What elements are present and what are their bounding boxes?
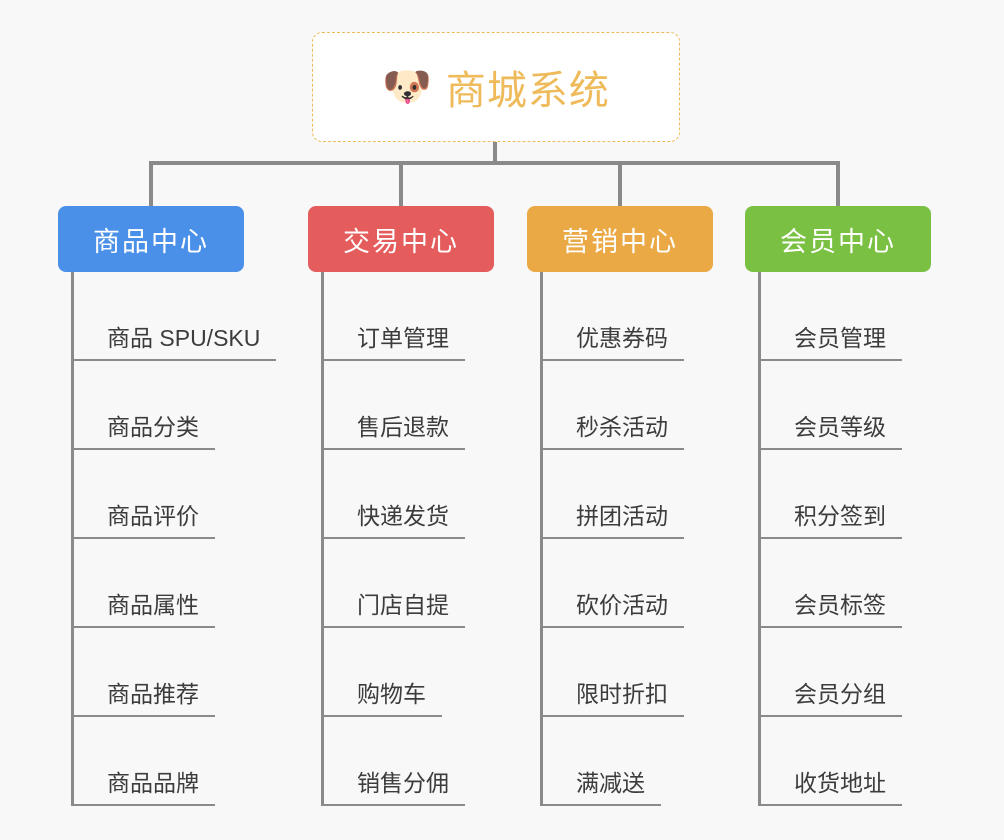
leaf-stack-member-center: 会员管理会员等级积分签到会员标签会员分组收货地址: [758, 272, 931, 806]
leaf-item-label: 限时折扣: [543, 681, 684, 717]
leaf-item[interactable]: 商品评价: [74, 450, 244, 539]
leaf-item[interactable]: 订单管理: [324, 272, 494, 361]
leaf-stack-product-center: 商品 SPU/SKU 商品分类商品评价商品属性商品推荐商品品牌: [71, 272, 277, 806]
branch-product-center: 商品中心商品 SPU/SKU 商品分类商品评价商品属性商品推荐商品品牌: [58, 206, 277, 806]
leaf-item[interactable]: 收货地址: [761, 717, 931, 806]
leaf-item-label: 会员等级: [761, 414, 902, 450]
leaf-item-label: 砍价活动: [543, 592, 684, 628]
leaf-item[interactable]: 商品品牌: [74, 717, 244, 806]
leaf-item-label: 快递发货: [324, 503, 465, 539]
root-node[interactable]: 🐶 商城系统: [312, 32, 680, 142]
leaf-item-label: 满减送: [543, 770, 661, 806]
leaf-item[interactable]: 会员分组: [761, 628, 931, 717]
leaf-item-label: 销售分佣: [324, 770, 465, 806]
branch-marketing-center: 营销中心优惠券码秒杀活动拼团活动砍价活动限时折扣满减送: [527, 206, 713, 806]
leaf-item-label: 秒杀活动: [543, 414, 684, 450]
branch-drop-connector-1: [149, 161, 153, 207]
branch-header-label: 商品中心: [93, 226, 209, 257]
leaf-item[interactable]: 秒杀活动: [543, 361, 713, 450]
branch-header-product-center[interactable]: 商品中心: [58, 206, 244, 272]
leaf-item-label: 商品 SPU/SKU: [74, 325, 277, 361]
leaf-item[interactable]: 满减送: [543, 717, 713, 806]
leaf-item[interactable]: 会员标签: [761, 539, 931, 628]
leaf-item[interactable]: 限时折扣: [543, 628, 713, 717]
leaf-item-label: 会员标签: [761, 592, 902, 628]
leaf-stack-trade-center: 订单管理售后退款快递发货门店自提购物车销售分佣: [321, 272, 494, 806]
branch-drop-connector-3: [618, 161, 622, 207]
branch-header-label: 会员中心: [780, 226, 896, 257]
branch-trade-center: 交易中心订单管理售后退款快递发货门店自提购物车销售分佣: [308, 206, 494, 806]
root-stem-connector: [493, 142, 497, 165]
root-node-title: 商城系统: [445, 69, 610, 113]
leaf-item-label: 优惠券码: [543, 325, 684, 361]
leaf-item-label: 门店自提: [324, 592, 465, 628]
leaf-item[interactable]: 商品属性: [74, 539, 244, 628]
shiba-dog-face-icon: 🐶: [382, 65, 432, 109]
leaf-item[interactable]: 售后退款: [324, 361, 494, 450]
leaf-item-label: 拼团活动: [543, 503, 684, 539]
leaf-item-label: 积分签到: [761, 503, 902, 539]
branch-bus-connector: [149, 161, 840, 165]
leaf-item[interactable]: 优惠券码: [543, 272, 713, 361]
branch-header-trade-center[interactable]: 交易中心: [308, 206, 494, 272]
leaf-item[interactable]: 销售分佣: [324, 717, 494, 806]
branch-drop-connector-4: [836, 161, 840, 207]
leaf-item[interactable]: 商品推荐: [74, 628, 244, 717]
leaf-item-label: 会员管理: [761, 325, 902, 361]
leaf-item[interactable]: 积分签到: [761, 450, 931, 539]
leaf-item[interactable]: 商品 SPU/SKU: [74, 272, 277, 361]
leaf-item[interactable]: 商品分类: [74, 361, 244, 450]
leaf-item-label: 商品品牌: [74, 770, 215, 806]
leaf-item-label: 会员分组: [761, 681, 902, 717]
leaf-item-label: 商品推荐: [74, 681, 215, 717]
leaf-item-label: 商品评价: [74, 503, 215, 539]
leaf-item-label: 购物车: [324, 681, 442, 717]
branch-header-member-center[interactable]: 会员中心: [745, 206, 931, 272]
leaf-item[interactable]: 会员管理: [761, 272, 931, 361]
leaf-item[interactable]: 拼团活动: [543, 450, 713, 539]
leaf-item-label: 售后退款: [324, 414, 465, 450]
branch-header-label: 交易中心: [343, 226, 459, 257]
leaf-item-label: 订单管理: [324, 325, 465, 361]
leaf-item-label: 商品分类: [74, 414, 215, 450]
leaf-stack-marketing-center: 优惠券码秒杀活动拼团活动砍价活动限时折扣满减送: [540, 272, 713, 806]
branch-member-center: 会员中心会员管理会员等级积分签到会员标签会员分组收货地址: [745, 206, 931, 806]
leaf-item[interactable]: 会员等级: [761, 361, 931, 450]
branch-drop-connector-2: [399, 161, 403, 207]
leaf-item[interactable]: 购物车: [324, 628, 494, 717]
branch-header-label: 营销中心: [562, 226, 678, 257]
leaf-item[interactable]: 门店自提: [324, 539, 494, 628]
leaf-item-label: 收货地址: [761, 770, 902, 806]
leaf-item-label: 商品属性: [74, 592, 215, 628]
leaf-item[interactable]: 快递发货: [324, 450, 494, 539]
branch-header-marketing-center[interactable]: 营销中心: [527, 206, 713, 272]
leaf-item[interactable]: 砍价活动: [543, 539, 713, 628]
